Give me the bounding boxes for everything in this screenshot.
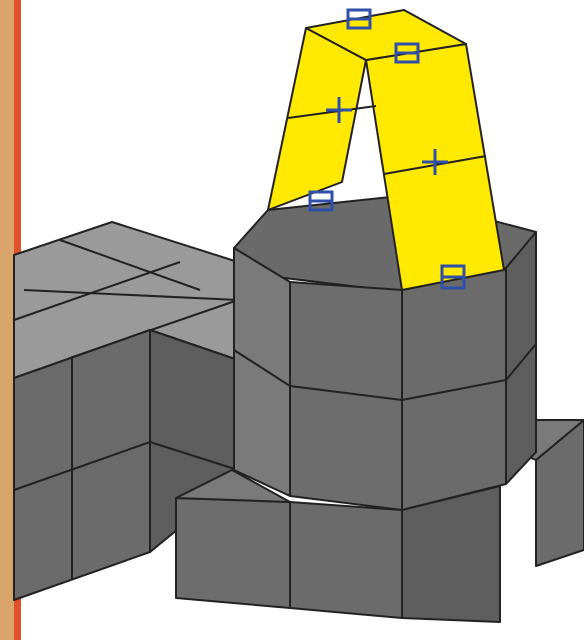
grid-line bbox=[13, 261, 181, 321]
base-ring bbox=[175, 469, 501, 623]
left-tan-strip bbox=[0, 0, 14, 640]
minus-box-marker bbox=[346, 8, 372, 30]
plus-marker bbox=[422, 149, 448, 175]
base-face-right bbox=[401, 485, 501, 623]
strip-fold-line bbox=[287, 105, 377, 119]
grid-line bbox=[23, 289, 239, 301]
base-face-mid bbox=[289, 501, 403, 619]
drum-face-4 bbox=[505, 231, 537, 485]
plus-marker bbox=[326, 97, 352, 123]
markers bbox=[308, 8, 466, 290]
grid-line bbox=[149, 441, 239, 471]
drum-ring bbox=[233, 343, 537, 401]
minus-box-marker bbox=[440, 264, 466, 290]
drum-face-2 bbox=[289, 281, 403, 511]
strip-left bbox=[267, 27, 367, 211]
base-face-left bbox=[175, 497, 291, 609]
minus-box-marker bbox=[308, 190, 334, 212]
minus-box-marker bbox=[394, 42, 420, 64]
left-block bbox=[13, 221, 239, 601]
grid-line bbox=[59, 239, 201, 291]
base-top-left bbox=[175, 469, 291, 503]
drum-face-1 bbox=[233, 247, 291, 497]
grid-line bbox=[13, 441, 151, 491]
